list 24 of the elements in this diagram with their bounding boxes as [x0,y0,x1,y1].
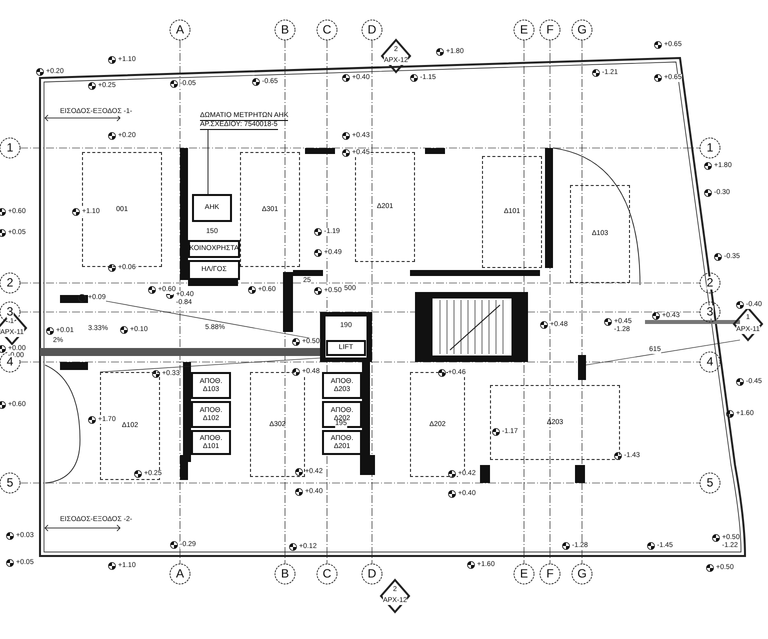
grid-label: B [281,24,289,36]
grid-label: F [546,24,554,36]
grid-label: C [322,24,332,36]
grid-label: D [368,24,376,36]
grid-label: 4 [6,356,14,368]
grid-label: 2 [6,276,14,290]
grid-label: 5 [6,476,14,490]
grid-label: 4 [706,356,714,368]
grid-label: G [577,24,587,36]
grid-label: 1 [706,142,714,154]
grid-label: A [176,24,184,36]
grid-label: D [368,568,376,580]
grid-label: G [577,568,587,580]
grid-label: 5 [706,476,714,490]
grid-label: 3 [706,306,714,318]
grid-label: F [546,568,554,580]
grid-label: C [322,568,332,580]
grid-label: E [520,24,528,36]
grid-label: 2 [706,276,714,290]
grid-label: 1 [6,142,14,154]
grid-label: B [281,568,289,580]
grid-label: E [520,568,528,580]
grid-label: A [176,568,184,580]
grid-label: 3 [6,306,14,318]
